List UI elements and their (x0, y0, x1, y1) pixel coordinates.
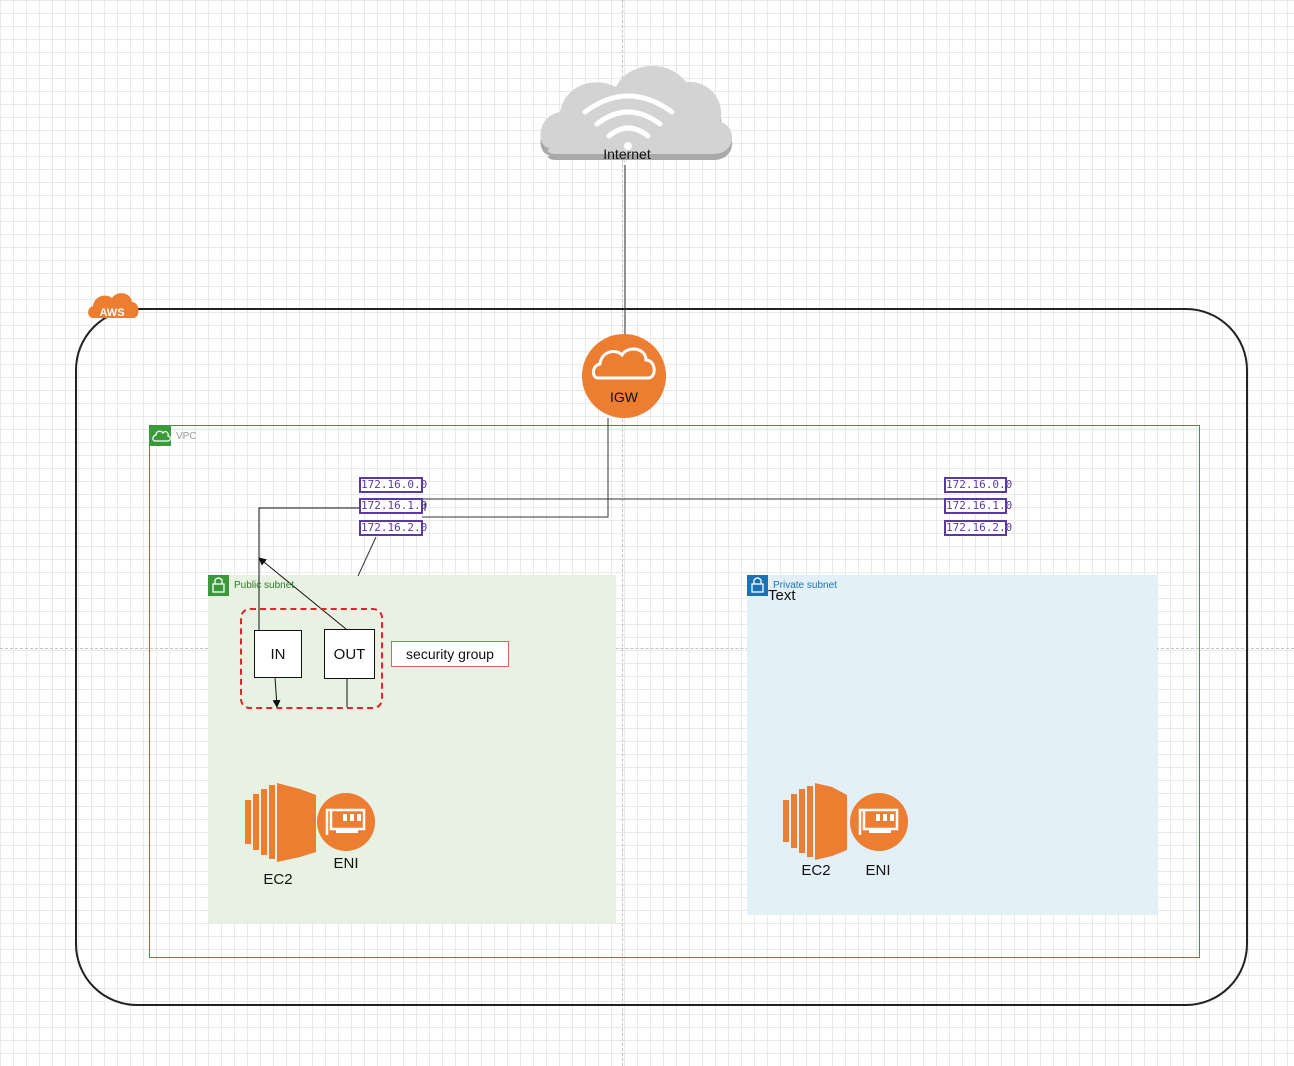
public-ec2-label: EC2 (263, 871, 293, 888)
private-eni-label: ENI (865, 862, 891, 879)
aws-cloud-container[interactable] (75, 308, 1248, 1006)
internet-label: Internet (603, 146, 651, 162)
private-ec2-label: EC2 (801, 862, 831, 879)
aws-cloud-icon (88, 293, 139, 318)
security-group-box[interactable] (240, 608, 383, 709)
igw-cloud-glyph (591, 347, 656, 380)
route-entry[interactable]: 172.16.1.0 (944, 498, 1013, 514)
vpc-container[interactable] (149, 425, 1200, 958)
internet-cloud-icon[interactable] (540, 65, 733, 160)
out-route-arrow[interactable] (258, 557, 347, 630)
aws-badge-label: AWS (99, 307, 124, 319)
in-down-arrow[interactable] (272, 676, 281, 708)
public-eni-label: ENI (333, 855, 359, 872)
route-in-arrow[interactable] (255, 507, 360, 644)
private-ec2-icon[interactable] (783, 783, 847, 860)
vpc-label: VPC (176, 431, 197, 442)
horizontal-guide (0, 648, 1294, 649)
security-group-label[interactable]: security group (391, 641, 509, 667)
igw-label: IGW (610, 389, 639, 405)
outbound-rules-box[interactable]: OUT (324, 629, 375, 679)
private-eni-icon[interactable] (850, 793, 908, 851)
route-entry[interactable]: 172.16.2.0 (944, 520, 1013, 536)
inbound-rules-box[interactable]: IN (254, 630, 302, 678)
private-subnet-text[interactable]: Text (768, 587, 796, 604)
route-entry[interactable]: 172.16.2.0 (359, 520, 428, 536)
igw-route-connector[interactable] (422, 418, 609, 518)
route-subnet-connector[interactable] (357, 536, 377, 577)
public-ec2-icon[interactable] (245, 783, 316, 862)
private-subnet-label: Private subnet (773, 580, 837, 591)
vertical-guide (622, 0, 623, 1066)
public-eni-icon[interactable] (317, 793, 375, 851)
public-subnet-label: Public subnet (234, 580, 295, 591)
route-entry[interactable]: 172.16.0.0 (359, 477, 428, 493)
route-entry[interactable]: 172.16.1.0 (359, 498, 428, 514)
route-entry[interactable]: 172.16.0.0 (944, 477, 1013, 493)
